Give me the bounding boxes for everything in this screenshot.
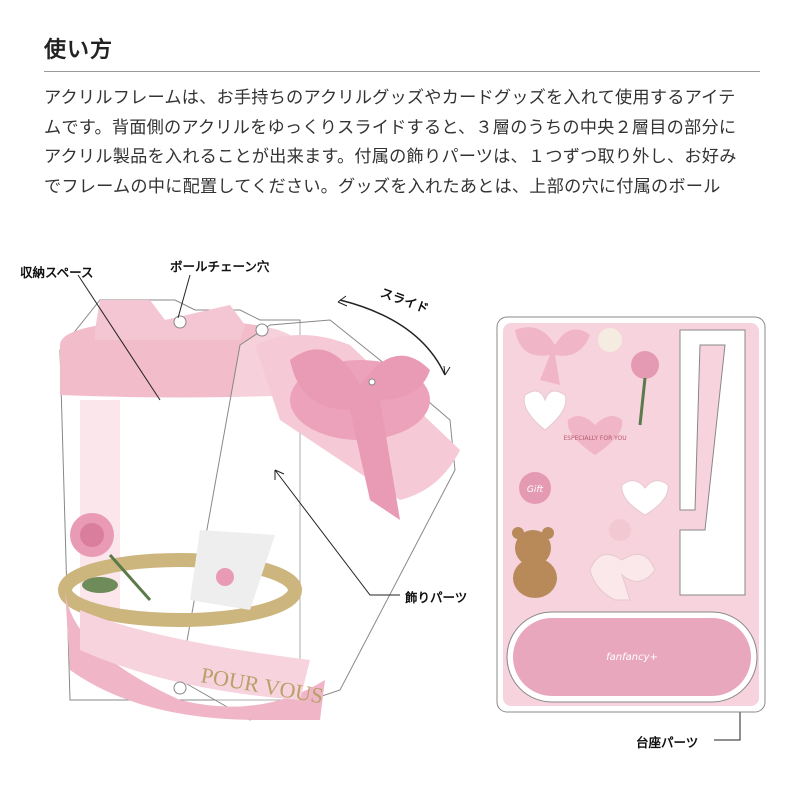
page-title: 使い方 <box>44 38 114 63</box>
ribbon-band: POUR VOUS <box>58 530 325 720</box>
description-line: アクリルフレームは、お手持ちのアクリルグッズやカードグッズを入れて使用するアイテ <box>44 88 736 108</box>
rose-icon <box>70 513 152 601</box>
bear-icon <box>512 527 557 598</box>
label-decor-parts: 飾りパーツ <box>405 590 468 605</box>
parts-sheet: fanfancy+ ESPECIALLY FOR YOU Gift <box>496 316 766 713</box>
description-line: ムです。背面側のアクリルをゆっくりスライドすると、３層のうちの中央２層目の部分に <box>44 117 737 138</box>
callout-lines <box>77 274 750 741</box>
heart-text: ESPECIALLY FOR YOU <box>563 435 626 442</box>
description-line: アクリル製品を入れることが出来ます。付属の飾りパーツは、１つずつ取り外し、お好み <box>44 147 737 167</box>
label-storage: 収納スペース <box>20 265 94 280</box>
label-base-parts: 台座パーツ <box>636 735 699 750</box>
base-logo: fanfancy+ <box>606 652 658 663</box>
description-line: でフレームの中に配置してください。グッズを入れたあとは、上部の穴に付属のボール <box>44 176 721 197</box>
divider <box>44 71 760 72</box>
seal-text: Gift <box>527 485 544 495</box>
description: アクリルフレームは、お手持ちのアクリルグッズやカードグッズを入れて使用するアイテ… <box>44 84 774 202</box>
label-chain-hole: ボールチェーン穴 <box>170 259 270 274</box>
